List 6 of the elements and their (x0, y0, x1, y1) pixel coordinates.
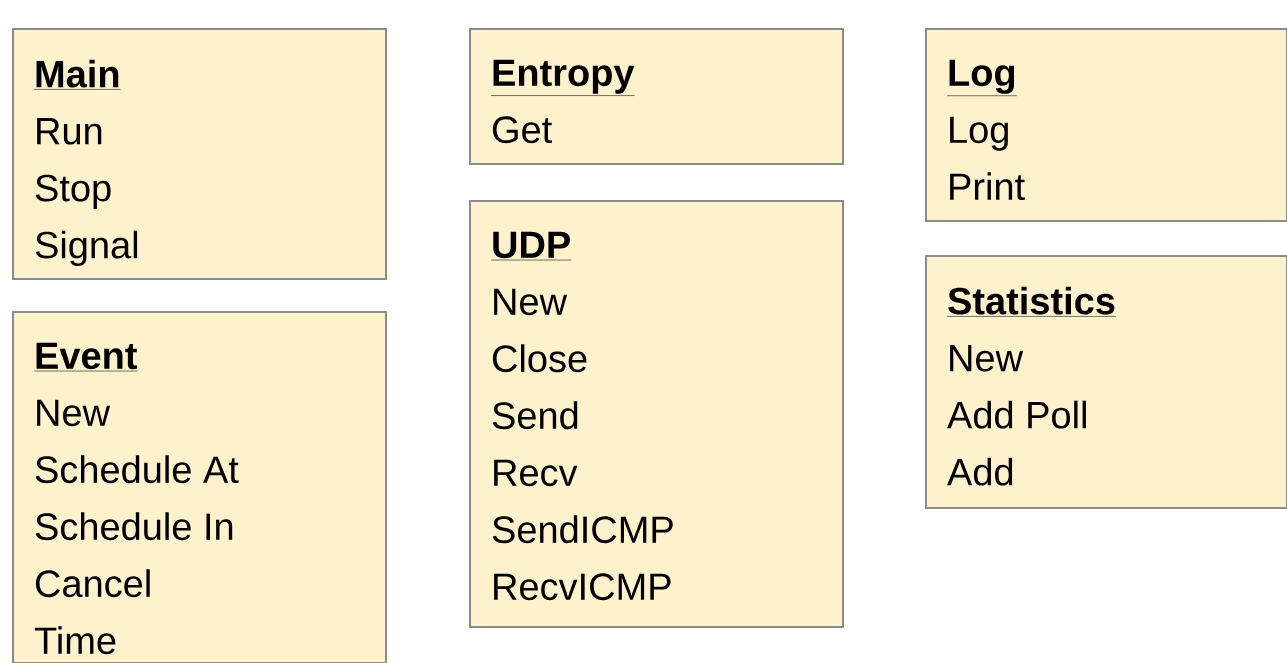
class-box: UDP New Close Send Recv SendICMP RecvICMP (469, 200, 844, 628)
class-box: Event New Schedule At Schedule In Cancel Time (12, 311, 387, 663)
class-box: Entropy Get (469, 28, 844, 165)
class-box: Statistics New Add Poll Add (925, 255, 1287, 509)
class-box: Log Log Print (925, 28, 1287, 222)
class-box: Main Run Stop Signal (12, 28, 387, 280)
